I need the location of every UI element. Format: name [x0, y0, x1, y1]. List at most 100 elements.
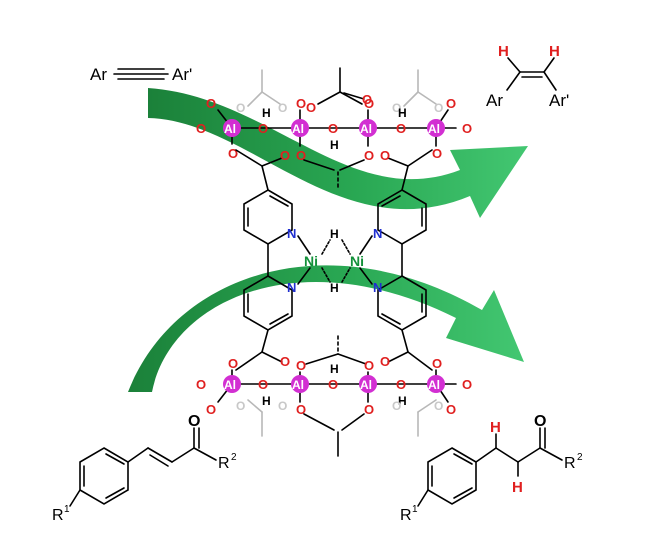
svg-text:O: O	[328, 121, 338, 136]
svg-text:Al: Al	[224, 378, 236, 392]
svg-text:O: O	[446, 96, 456, 111]
svg-text:H: H	[330, 362, 339, 376]
added-h-label: H	[490, 419, 501, 436]
svg-text:O: O	[362, 92, 372, 107]
svg-text:O: O	[432, 356, 442, 371]
bipyridine-nickel-hydride-core: N N N N Ni Ni H H	[243, 189, 427, 331]
aluminum-atom	[427, 119, 445, 137]
nitrogen-label: N	[373, 226, 382, 241]
svg-text:Al: Al	[360, 378, 372, 392]
svg-text:2: 2	[231, 452, 237, 463]
svg-text:O: O	[296, 96, 306, 111]
curved-arrow-icon	[128, 265, 524, 392]
svg-text:O: O	[364, 96, 374, 111]
svg-text:2: 2	[577, 452, 583, 463]
upper-curved-arrow	[148, 88, 528, 218]
svg-text:O: O	[228, 146, 238, 161]
aluminum-atom	[427, 375, 445, 393]
added-h-label: H	[498, 43, 509, 60]
svg-text:O: O	[258, 121, 268, 136]
svg-text:Al: Al	[428, 122, 440, 136]
svg-text:O: O	[534, 413, 546, 430]
svg-text:O: O	[380, 148, 390, 163]
r-label: R	[400, 507, 412, 524]
nitrogen-label: N	[287, 280, 296, 295]
svg-text:1: 1	[412, 504, 418, 515]
hydride-label: H	[330, 281, 339, 295]
svg-text:O: O	[236, 399, 245, 413]
svg-text:H: H	[398, 106, 407, 120]
svg-text:O: O	[188, 413, 200, 430]
aluminum-atom	[359, 375, 377, 393]
svg-text:O: O	[280, 354, 290, 369]
added-h-label: H	[512, 479, 523, 496]
added-h-label: H	[549, 43, 560, 60]
svg-text:O: O	[364, 358, 374, 373]
upper-aluminum-oxo-chain: O O O O O O Al Al Al Al O H O H O	[196, 67, 472, 191]
svg-text:O: O	[206, 96, 216, 111]
svg-text:Al: Al	[360, 122, 372, 136]
ketone-product: R 1 H H O R 2	[400, 413, 583, 524]
svg-text:O: O	[196, 377, 206, 392]
svg-text:O: O	[396, 377, 406, 392]
nitrogen-label: N	[287, 226, 296, 241]
svg-text:O: O	[380, 354, 390, 369]
svg-text:1: 1	[64, 504, 70, 515]
svg-text:Al: Al	[292, 122, 304, 136]
r-label: R	[564, 455, 576, 472]
svg-text:H: H	[262, 106, 271, 120]
svg-text:Al: Al	[292, 378, 304, 392]
nickel-label: Ni	[350, 253, 364, 269]
svg-text:O: O	[392, 399, 401, 413]
svg-text:O: O	[462, 377, 472, 392]
svg-text:O: O	[296, 148, 306, 163]
svg-text:O: O	[258, 377, 268, 392]
svg-text:O: O	[280, 148, 290, 163]
svg-text:O: O	[396, 121, 406, 136]
svg-text:O: O	[434, 399, 443, 413]
svg-text:O: O	[278, 101, 287, 115]
svg-text:Al: Al	[428, 378, 440, 392]
ar-label: Ar	[486, 91, 503, 110]
alkene-product: H H Ar Ar'	[486, 43, 569, 110]
svg-text:O: O	[206, 402, 216, 417]
svg-text:O: O	[236, 101, 245, 115]
svg-text:O: O	[364, 402, 374, 417]
svg-text:O: O	[328, 377, 338, 392]
ar-label: Ar	[90, 65, 107, 84]
svg-text:O: O	[434, 101, 443, 115]
aluminum-atom	[223, 375, 241, 393]
svg-text:O: O	[228, 356, 238, 371]
svg-text:O: O	[392, 101, 401, 115]
aluminum-atom	[359, 119, 377, 137]
svg-text:O: O	[296, 358, 306, 373]
r-label: R	[52, 507, 64, 524]
svg-text:O: O	[278, 399, 287, 413]
nitrogen-label: N	[373, 280, 382, 295]
hydride-label: H	[330, 227, 339, 241]
nickel-label: Ni	[304, 253, 318, 269]
svg-text:H: H	[398, 394, 407, 408]
lower-aluminum-oxo-chain: O O O O Al Al Al Al O H O H O H O O	[196, 329, 472, 457]
svg-text:O: O	[196, 121, 206, 136]
ar-prime-label: Ar'	[549, 91, 569, 110]
enone-substrate: R 1 O R 2	[52, 413, 237, 524]
svg-text:O: O	[306, 100, 316, 115]
aluminum-atom	[223, 119, 241, 137]
svg-text:O: O	[462, 121, 472, 136]
aluminum-atom	[291, 119, 309, 137]
svg-text:H: H	[262, 394, 271, 408]
r-label: R	[218, 455, 230, 472]
alkyne-substrate: Ar Ar'	[90, 65, 192, 84]
aluminum-atom	[291, 375, 309, 393]
lower-curved-arrow	[128, 265, 524, 392]
curved-arrow-icon	[148, 88, 528, 218]
svg-text:O: O	[446, 402, 456, 417]
svg-text:Al: Al	[224, 122, 236, 136]
svg-text:O: O	[364, 148, 374, 163]
svg-text:O: O	[296, 402, 306, 417]
svg-text:O: O	[432, 146, 442, 161]
ar-prime-label: Ar'	[172, 65, 192, 84]
svg-text:H: H	[330, 138, 339, 152]
